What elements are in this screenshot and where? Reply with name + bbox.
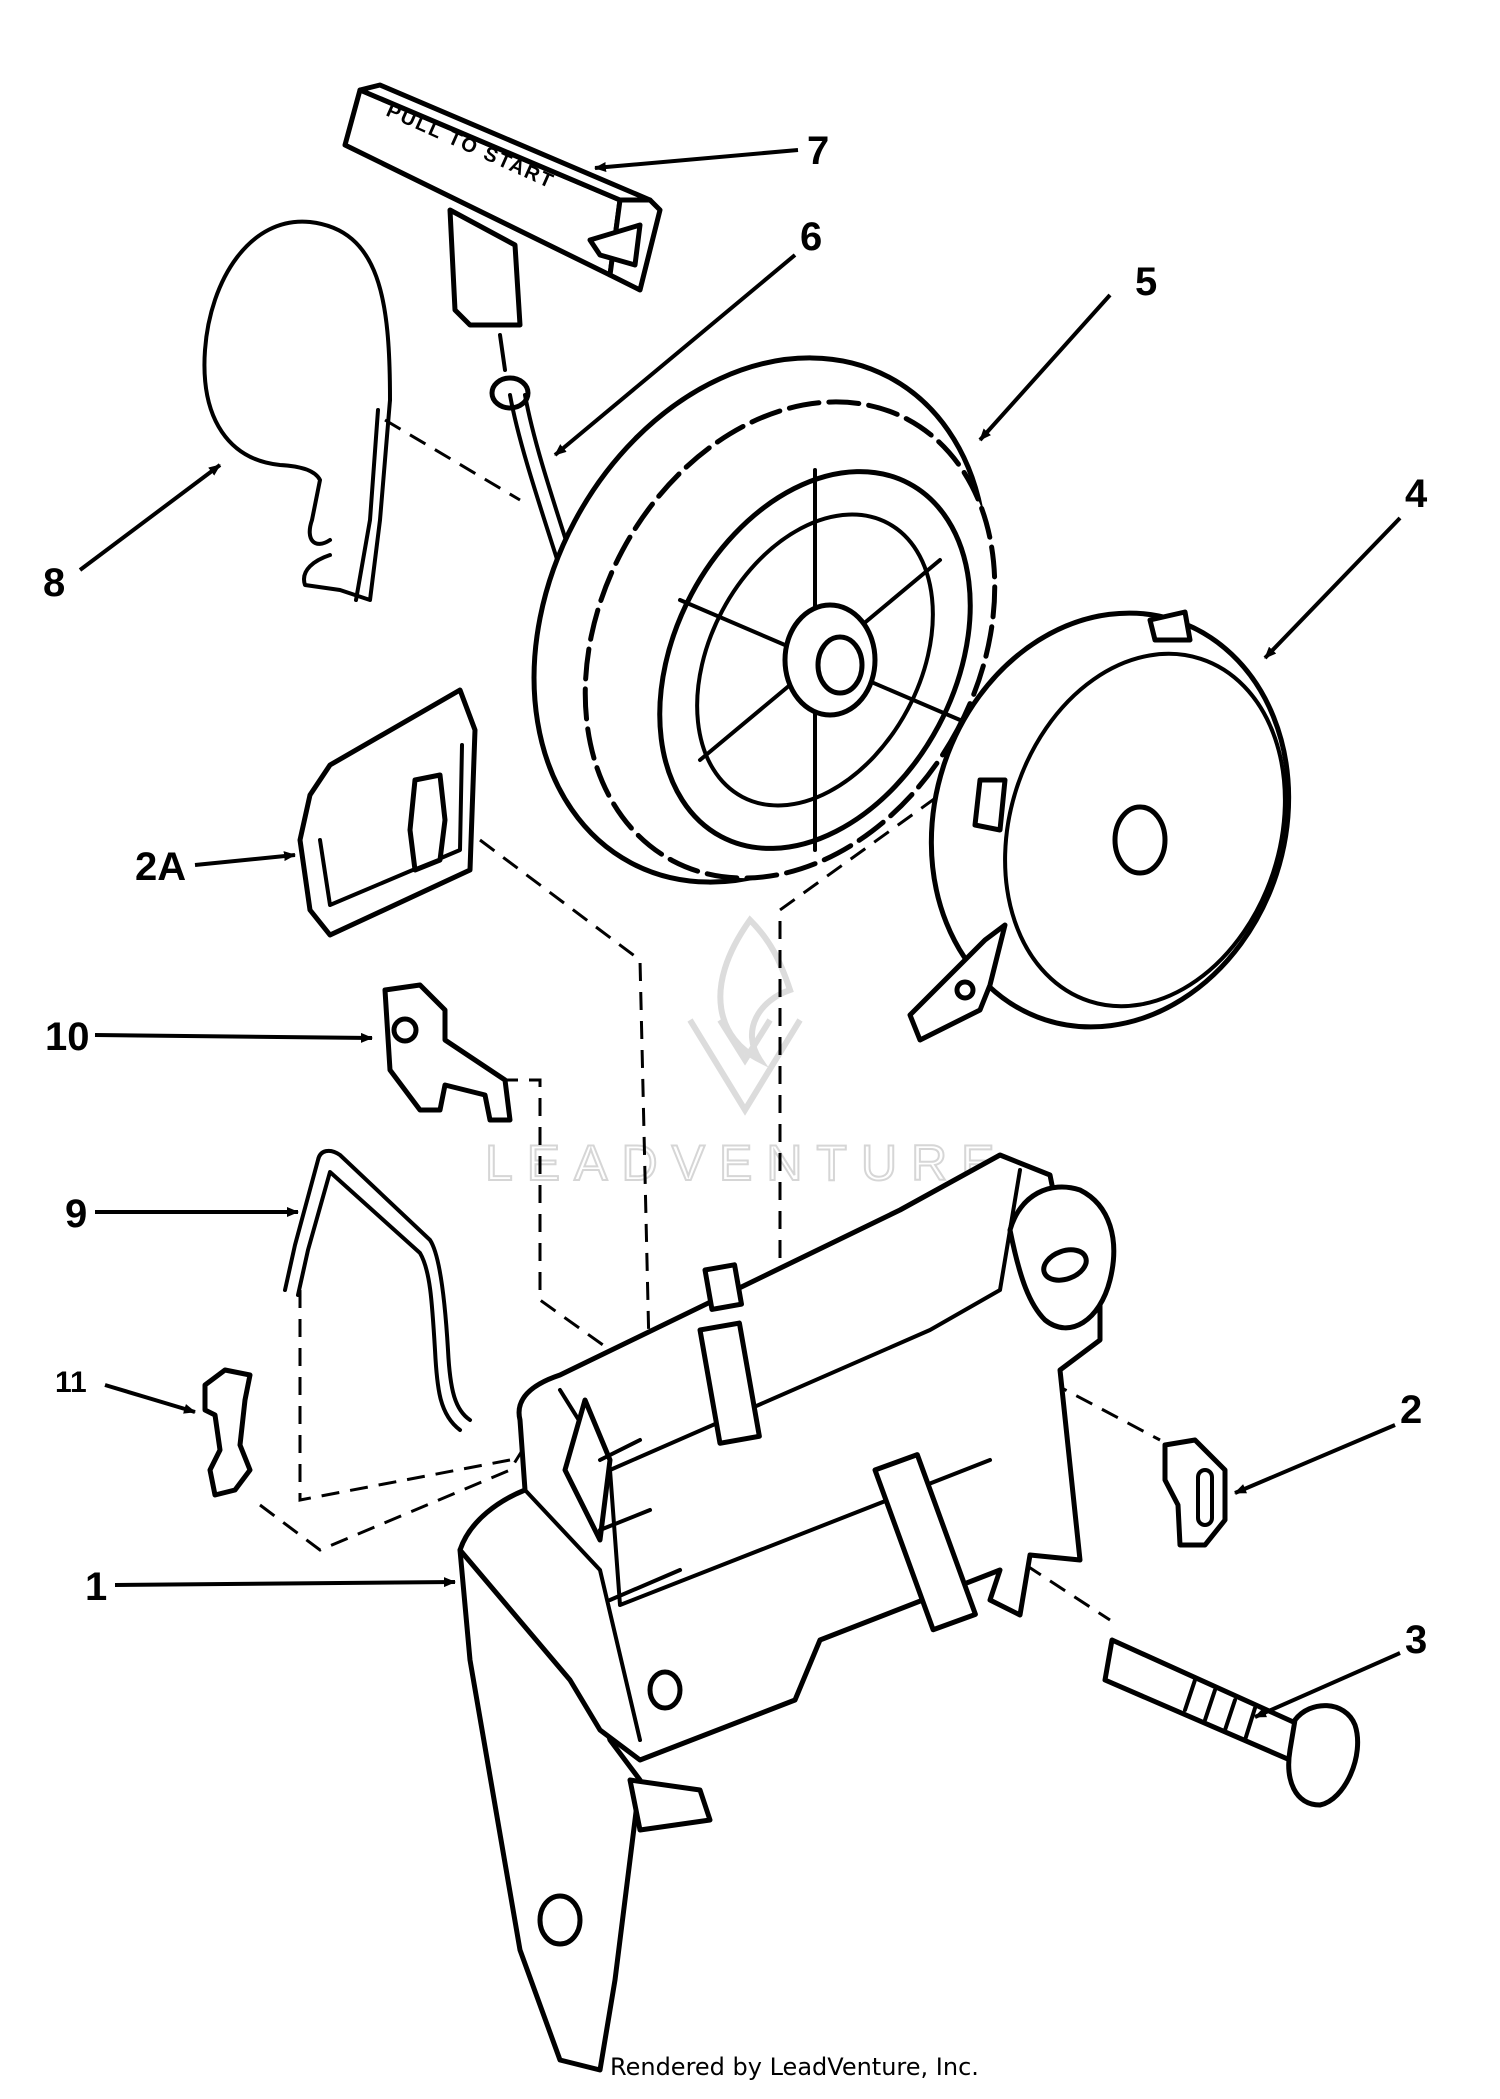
- part-11-clip: [202, 1367, 253, 1498]
- leader-5: [978, 293, 1112, 442]
- part-9-wire-spring: [283, 1148, 472, 1432]
- part-8-wire-hook: [202, 219, 392, 602]
- part-4-spring-housing: [907, 609, 1292, 1043]
- callout-8: 8: [43, 561, 65, 605]
- callout-4: 4: [1405, 472, 1428, 516]
- callout-5: 5: [1135, 260, 1157, 304]
- callout-2a: 2A: [135, 845, 186, 889]
- part-5-pulley-gear: [531, 355, 998, 885]
- leader-6: [553, 253, 797, 457]
- leader-8: [78, 463, 222, 572]
- leader-11: [104, 1383, 196, 1414]
- leader-7: [594, 148, 799, 173]
- callout-6: 6: [800, 215, 822, 259]
- render-credit: Rendered by LeadVenture, Inc.: [610, 2053, 979, 2081]
- part-7-starter-handle: PULL TO START: [342, 82, 663, 328]
- callout-11: 11: [55, 1366, 87, 1399]
- part-10-lever: [382, 982, 513, 1123]
- callout-1: 1: [85, 1565, 107, 1609]
- part-2-pawl: [1162, 1437, 1228, 1548]
- callout-7: 7: [807, 129, 829, 173]
- leader-10: [94, 1032, 373, 1043]
- callout-10: 10: [45, 1015, 90, 1059]
- leader-3: [1254, 1651, 1401, 1719]
- watermark-logo-icon: [687, 915, 803, 1116]
- callout-3: 3: [1405, 1618, 1427, 1662]
- callout-9: 9: [65, 1192, 87, 1236]
- leader-4: [1263, 516, 1402, 660]
- callout-leaders: [78, 148, 1402, 1719]
- watermark-text: LEADVENTURE: [485, 1135, 1009, 1191]
- callout-2: 2: [1400, 1388, 1422, 1432]
- part-3-shoulder-screw: [1102, 1637, 1361, 1808]
- part-1-starter-bracket: [457, 1152, 1117, 2073]
- watermark: LEADVENTURE: [484, 915, 1009, 1192]
- part-2a-brake-plate: [297, 687, 478, 938]
- callout-labels: 7 6 5 4 8 2A 10 9 11 1 2 3: [43, 129, 1428, 1662]
- leader-2a: [194, 851, 296, 867]
- leader-1: [114, 1577, 456, 1588]
- leader-2: [1234, 1423, 1396, 1495]
